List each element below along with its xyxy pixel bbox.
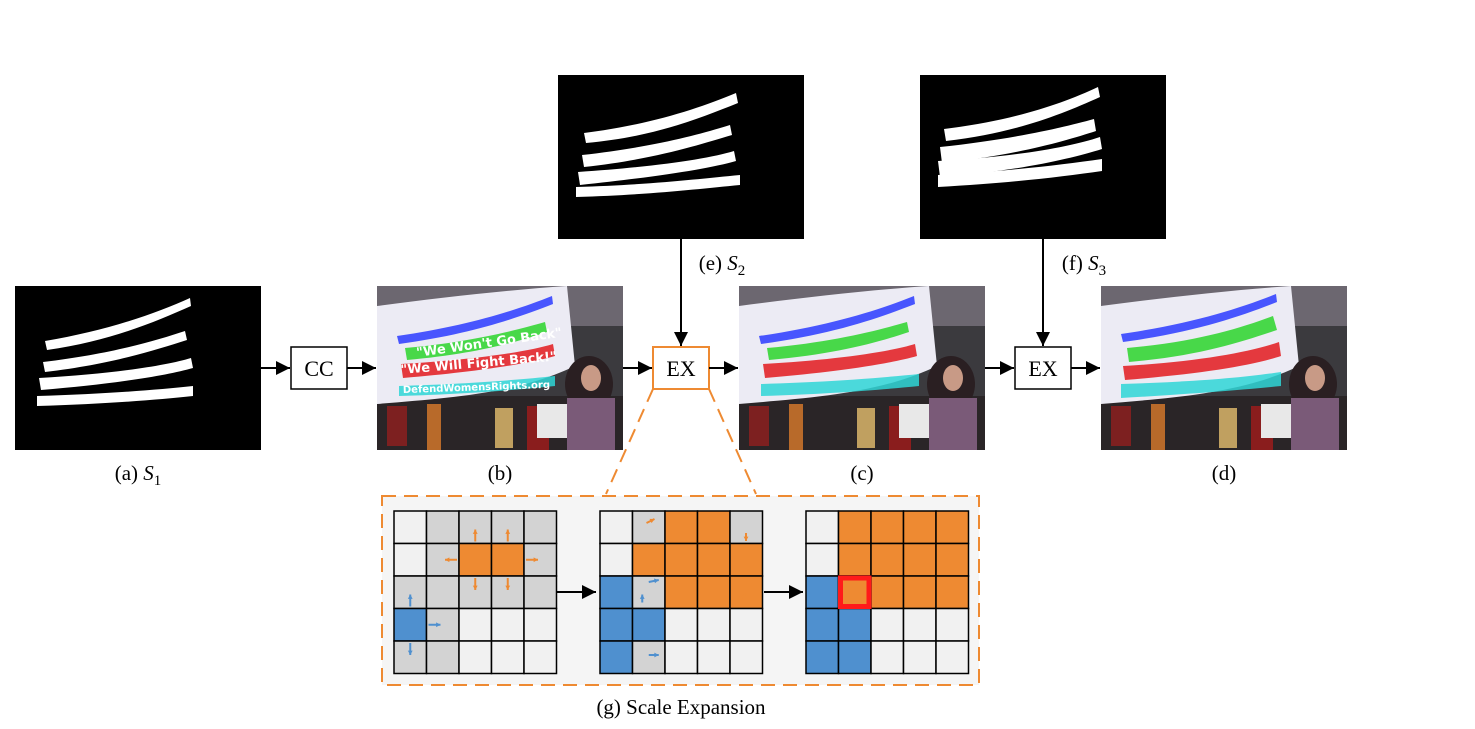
ex-label-1: EX [666, 356, 695, 381]
grid-cell [902, 640, 937, 675]
grid-cell [631, 542, 666, 577]
grid-cell [902, 607, 937, 642]
result-d-image [1101, 286, 1347, 450]
grid-cell [490, 607, 525, 642]
grid-cell [935, 607, 970, 642]
grid-cell [631, 510, 666, 545]
grid-cell [837, 542, 872, 577]
flow-arrows [261, 239, 1100, 375]
ex-label-2: EX [1028, 356, 1057, 381]
grid-cell [393, 607, 428, 642]
mask-s3-image [920, 75, 1166, 239]
grid-cell [599, 575, 634, 610]
caption-g: (g) Scale Expansion [596, 695, 766, 719]
grid-cell [935, 575, 970, 610]
grid-cell [696, 542, 731, 577]
expansion-grid-1 [393, 510, 558, 675]
grid-cell [393, 542, 428, 577]
grid-cell [523, 607, 558, 642]
grid-cell [935, 510, 970, 545]
grid-cell [805, 510, 840, 545]
mask-s1-image [15, 286, 261, 450]
grid-cell [870, 510, 905, 545]
grid-cell [599, 640, 634, 675]
grid-cell [599, 607, 634, 642]
grid-cell [631, 640, 666, 675]
grid-cell [805, 640, 840, 675]
grid-cell [805, 542, 840, 577]
grid-cell [696, 640, 731, 675]
grid-cell [729, 542, 764, 577]
grid-cell [458, 640, 493, 675]
grid-cell [696, 510, 731, 545]
caption-f: (f) S3 [1062, 251, 1106, 279]
grid-cell [870, 640, 905, 675]
caption-c: (c) [850, 461, 873, 485]
grid-cell [902, 510, 937, 545]
grid-cell [664, 640, 699, 675]
caption-b: (b) [488, 461, 513, 485]
grid-cell [870, 575, 905, 610]
grid-cell [664, 542, 699, 577]
grid-cell [664, 607, 699, 642]
grid-cell [870, 607, 905, 642]
grid-cell [870, 542, 905, 577]
grid-cell [902, 575, 937, 610]
grid-cell [458, 607, 493, 642]
grid-cell [458, 542, 493, 577]
grid-cell [696, 575, 731, 610]
caption-a: (a) S1 [115, 461, 162, 489]
grid-cell [902, 542, 937, 577]
result-b-image: "We Won't Go Back" "We Will Fight Back!"… [377, 286, 623, 450]
grid-cell [425, 575, 460, 610]
expansion-grid-3 [805, 510, 970, 675]
grid-cell [935, 640, 970, 675]
zoom-lines [605, 388, 757, 495]
grid-cell [599, 542, 634, 577]
grid-cell [523, 640, 558, 675]
grid-cell [935, 542, 970, 577]
cc-label: CC [304, 356, 333, 381]
grid-cell [805, 607, 840, 642]
grid-cell [696, 607, 731, 642]
grid-cell [631, 607, 666, 642]
grid-cell [837, 510, 872, 545]
grid-cell [393, 510, 428, 545]
caption-d: (d) [1212, 461, 1237, 485]
grid-cell [664, 510, 699, 545]
grid-cell [393, 640, 428, 675]
result-c-image [739, 286, 985, 450]
grid-cell [729, 575, 764, 610]
grid-cell [599, 510, 634, 545]
grid-cell [425, 510, 460, 545]
grid-cell [523, 575, 558, 610]
grid-cell [631, 575, 666, 610]
grid-cell [490, 640, 525, 675]
grid-cell [837, 575, 872, 610]
grid-cell [523, 510, 558, 545]
banner-text-line3: DefendWomensRights.org [403, 380, 551, 396]
grid-cell [837, 607, 872, 642]
grid-cell [425, 640, 460, 675]
expansion-grids [393, 510, 970, 675]
grid-cell [664, 575, 699, 610]
grid-cell [729, 640, 764, 675]
expansion-grid-2 [599, 510, 764, 675]
grid-cell [729, 607, 764, 642]
grid-cell [837, 640, 872, 675]
mask-s2-image [558, 75, 804, 239]
growth-arrows [407, 518, 749, 658]
conflict-cell-highlight [838, 575, 872, 609]
caption-e: (e) S2 [699, 251, 746, 279]
grid-cell [805, 575, 840, 610]
grid-cell [490, 542, 525, 577]
